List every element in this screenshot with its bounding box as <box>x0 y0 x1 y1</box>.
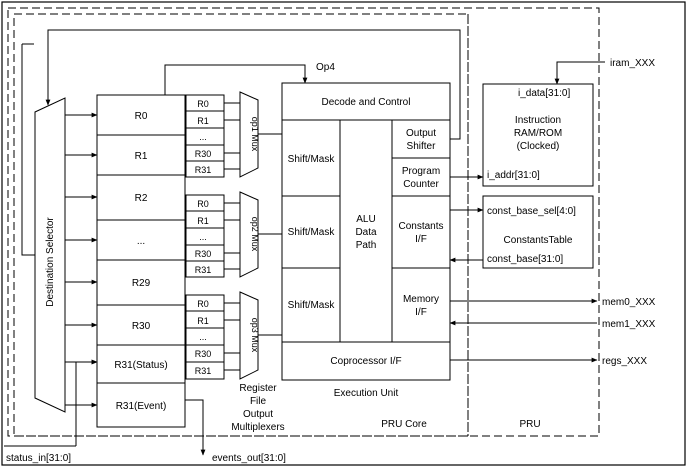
mux-input-label: R30 <box>195 249 212 259</box>
register-block <box>96 304 186 346</box>
status-in-signal: status_in[31:0] <box>6 453 71 464</box>
op4-label: Op4 <box>316 62 335 73</box>
op1-mux <box>239 91 259 178</box>
events-out-path <box>185 399 206 456</box>
mux-input-label: R30 <box>195 349 212 359</box>
constants-table-label: ConstantsTable <box>504 235 573 246</box>
destination-selector <box>34 97 66 413</box>
regs-signal: regs_XXX <box>602 356 647 367</box>
mux-input-label: R30 <box>195 149 212 159</box>
instruction-ram: i_data[31:0] Instruction RAM/ROM (Clocke… <box>482 83 594 187</box>
mux-input-connectors <box>224 102 240 371</box>
iram-input-path <box>554 61 605 85</box>
memory-if: Memory <box>403 294 439 305</box>
register-block <box>96 259 186 306</box>
mux-input-label: ... <box>199 232 207 242</box>
register-file-caption: Register <box>239 383 277 394</box>
op2-mux-label: op2 Mux <box>250 217 260 252</box>
events-out-signal: events_out[31:0] <box>212 453 286 464</box>
pru-boundary <box>7 7 600 437</box>
i-data-label: i_data[31:0] <box>518 88 570 99</box>
op3-input-stack: R0 R1 ... R30 R31 <box>185 294 225 380</box>
mux-input-label: ... <box>199 332 207 342</box>
op2-input-stack: R0 R1 ... R30 R31 <box>185 194 225 278</box>
coprocessor-if: Coprocessor I/F <box>330 356 401 367</box>
register-file-caption: Multiplexers <box>231 422 284 433</box>
decode-control: Decode and Control <box>322 97 411 108</box>
mem0-signal: mem0_XXX <box>602 297 656 308</box>
register-block <box>96 134 186 176</box>
register-block <box>96 344 186 384</box>
destination-selector-label: Destination Selector <box>45 217 56 307</box>
register-block <box>96 94 186 136</box>
status-in-path <box>75 359 98 446</box>
instruction-ram-label: RAM/ROM <box>514 128 562 139</box>
shift-mask-3: Shift/Mask <box>288 300 336 311</box>
constants-if: I/F <box>415 234 427 245</box>
mux-input-label: R1 <box>197 316 209 326</box>
iram-signal: iram_XXX <box>610 58 655 69</box>
mux-input-label: R0 <box>197 99 209 109</box>
register-label: R29 <box>132 278 151 289</box>
execution-unit: Decode and Control Shift/Mask Shift/Mask… <box>281 82 451 381</box>
alu-label: Path <box>356 240 377 251</box>
mux-input-label: R1 <box>197 116 209 126</box>
program-counter: Program <box>402 166 440 177</box>
result-feedback-path <box>45 29 461 140</box>
const-base-sel-label: const_base_sel[4:0] <box>487 206 576 217</box>
mem1-signal: mem1_XXX <box>602 319 656 330</box>
shift-mask-2: Shift/Mask <box>288 227 336 238</box>
register-label: R31(Status) <box>114 360 167 371</box>
shift-mask-1: Shift/Mask <box>288 154 336 165</box>
memory-if: I/F <box>415 307 427 318</box>
pru-core-label: PRU Core <box>381 419 427 430</box>
constants-if: Constants <box>398 221 443 232</box>
register-block <box>96 382 186 428</box>
register-block <box>96 174 186 221</box>
op3-mux <box>239 291 259 380</box>
instruction-ram-label: (Clocked) <box>517 141 560 152</box>
mux-input-label: R31 <box>195 165 212 175</box>
i-addr-label: i_addr[31:0] <box>487 170 540 181</box>
mux-input-label: R31 <box>195 265 212 275</box>
mux-input-label: R1 <box>197 216 209 226</box>
left-bus <box>21 44 35 256</box>
mux-input-label: R31 <box>195 366 212 376</box>
output-shifter: Shifter <box>407 141 437 152</box>
execution-unit-label: Execution Unit <box>334 388 399 399</box>
mux-input-label: ... <box>199 132 207 142</box>
alu-label: Data <box>355 227 377 238</box>
register-label: ... <box>137 236 145 247</box>
register-label: R31(Event) <box>116 401 167 412</box>
op4-path <box>164 64 308 95</box>
register-file-caption: File <box>250 396 267 407</box>
const-base-label: const_base[31:0] <box>487 254 563 265</box>
instruction-ram-label: Instruction <box>515 115 561 126</box>
op2-mux <box>239 191 259 278</box>
register-file: R0 R1 R2 ... R29 R30 R31(Status) R31(Eve… <box>96 94 186 428</box>
register-file-caption: Output <box>243 409 273 420</box>
pru-label: PRU <box>519 419 540 430</box>
op1-mux-label: op1 Mux <box>250 117 260 152</box>
alu-label: ALU <box>356 214 375 225</box>
register-label: R30 <box>132 321 151 332</box>
output-shifter: Output <box>406 128 436 139</box>
op1-input-stack: R0 R1 ... R30 R31 <box>185 94 225 178</box>
mux-input-label: R0 <box>197 199 209 209</box>
register-label: R2 <box>135 193 148 204</box>
mux-input-label: R0 <box>197 299 209 309</box>
program-counter: Counter <box>403 179 439 190</box>
constants-table: const_base_sel[4:0] ConstantsTable const… <box>482 195 594 269</box>
register-label: R1 <box>135 151 148 162</box>
op3-mux-label: op3 Mux <box>250 318 260 353</box>
register-label: R0 <box>135 111 148 122</box>
